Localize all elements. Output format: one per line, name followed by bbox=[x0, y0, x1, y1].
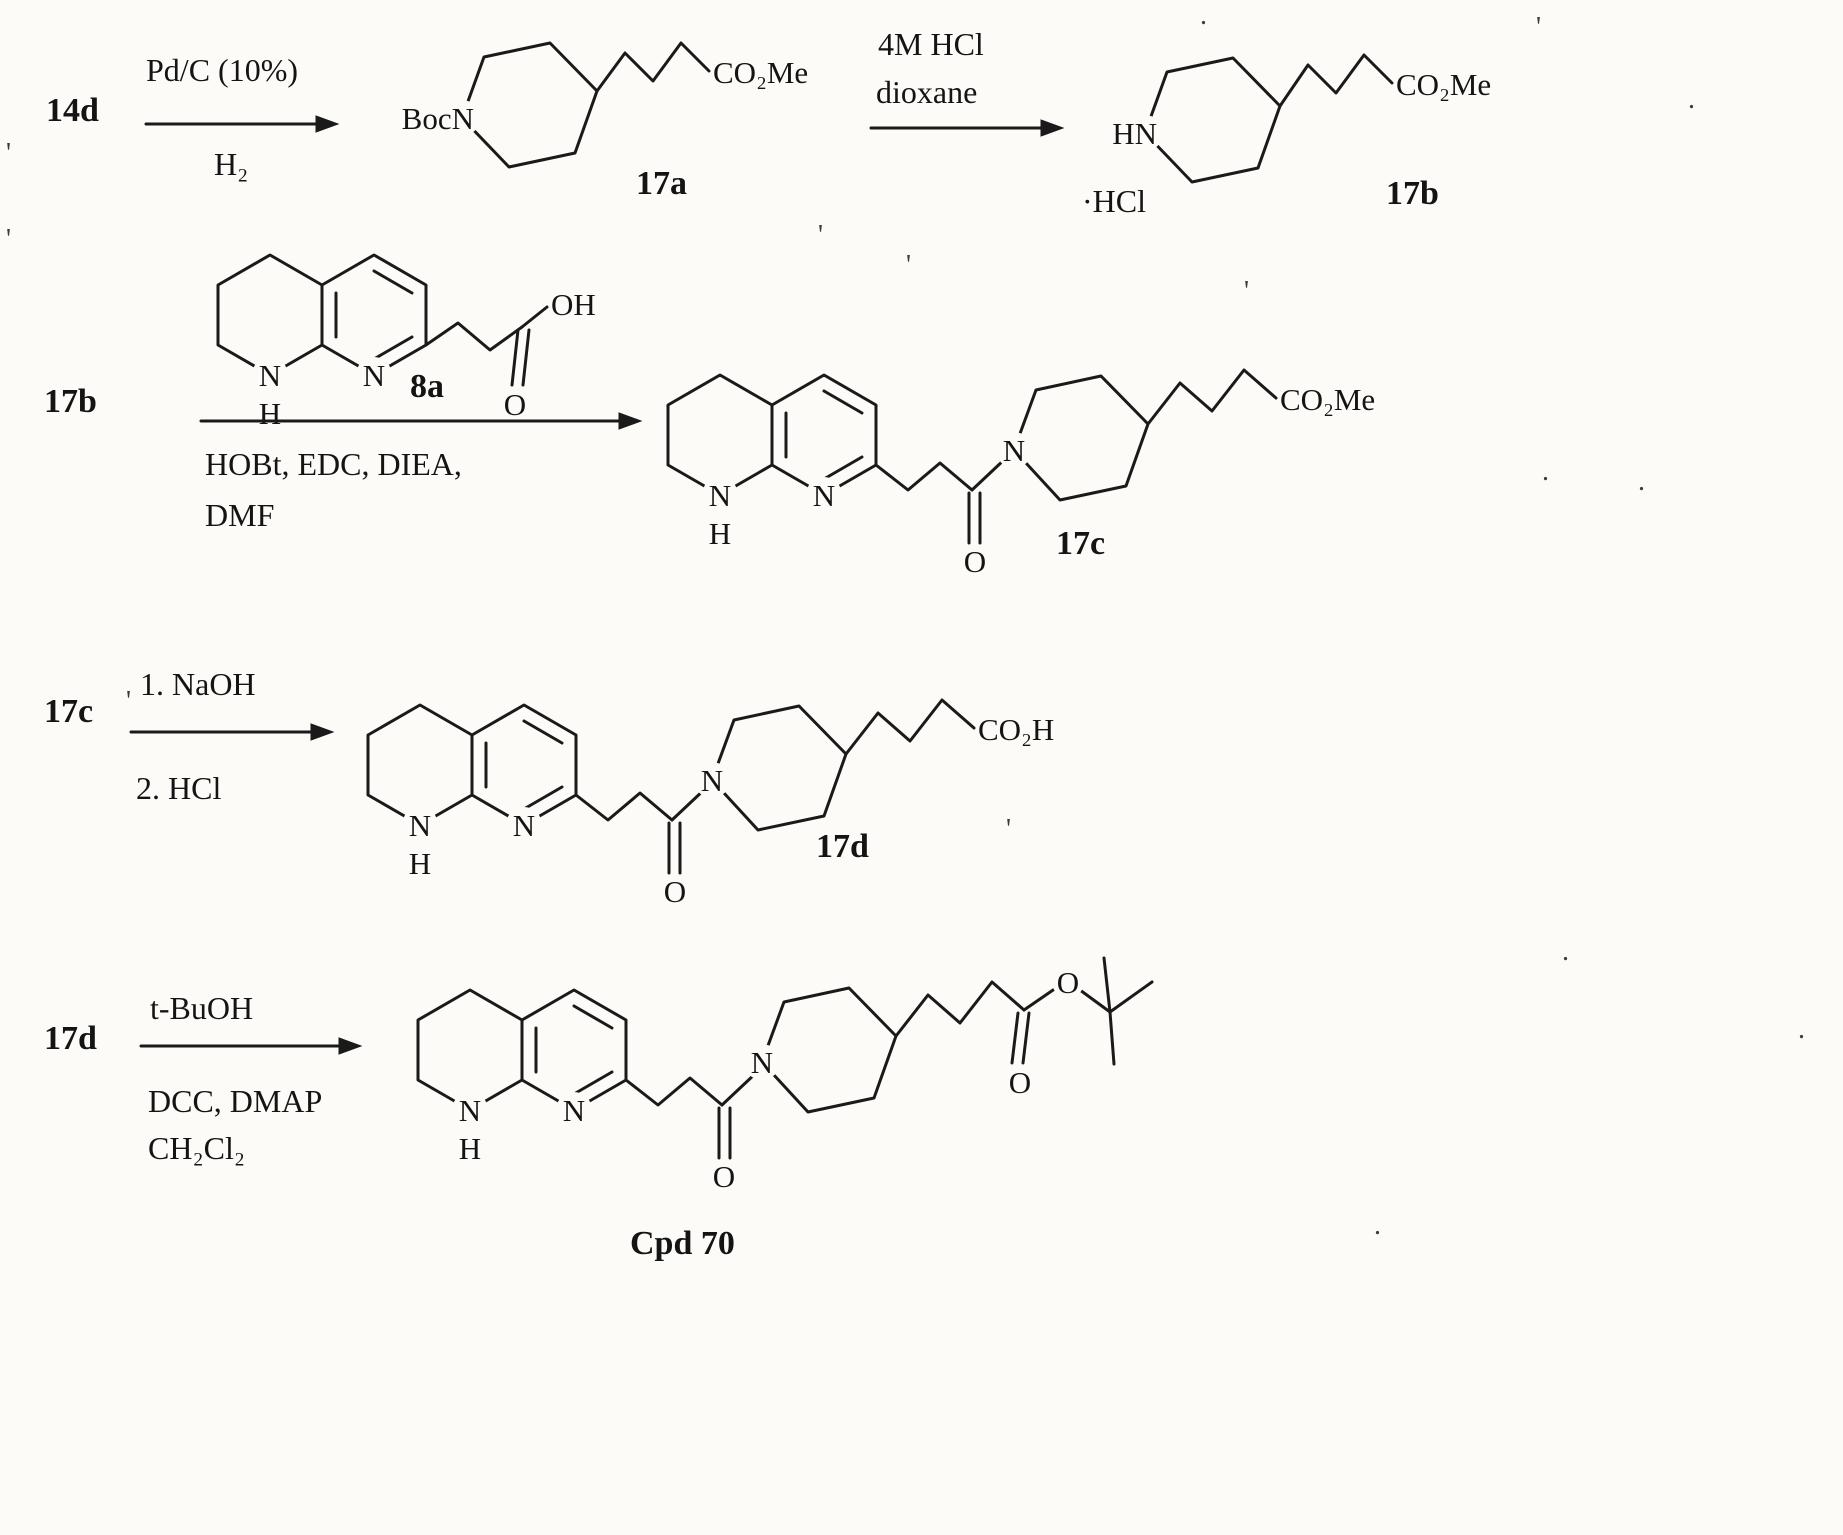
atom-mask bbox=[806, 477, 842, 513]
atom-label-hn: HN bbox=[1112, 116, 1157, 151]
salt-label-hcl: ·HCl bbox=[1082, 183, 1146, 219]
atom-label-h: H bbox=[709, 516, 731, 551]
scan-speck: ' bbox=[906, 250, 912, 281]
scan-speck: . bbox=[1688, 84, 1695, 115]
atom-mask bbox=[506, 807, 542, 843]
structure-17a: BocN CO₂Me bbox=[402, 41, 808, 169]
atom-label-co2me: CO₂Me bbox=[1280, 382, 1375, 417]
step5-condition-above: t-BuOH bbox=[150, 990, 254, 1026]
scan-speck: ' bbox=[126, 686, 132, 717]
scan-speck: . bbox=[1562, 936, 1569, 967]
reagent-label-8a: 8a bbox=[410, 368, 444, 405]
scan-speck: ' bbox=[1536, 12, 1542, 43]
scan-speck: . bbox=[1638, 466, 1645, 497]
atom-label-n: N bbox=[709, 478, 731, 513]
bonds-cpd-70 bbox=[416, 956, 1154, 1160]
atom-mask bbox=[744, 1044, 780, 1080]
scan-speck: . bbox=[1542, 456, 1549, 487]
step5-condition-below1: DCC, DMAP bbox=[148, 1083, 323, 1119]
product-label-17a: 17a bbox=[636, 165, 687, 202]
atom-label-co2h: CO₂H bbox=[978, 712, 1054, 747]
step3-condition-below1: HOBt, EDC, DIEA, bbox=[205, 446, 462, 482]
atom-label-o: O bbox=[964, 544, 986, 579]
atom-label-o: O bbox=[664, 874, 686, 909]
atom-label-n: N bbox=[513, 808, 535, 843]
bonds-17d bbox=[366, 698, 976, 875]
bonds-17b bbox=[1143, 53, 1394, 184]
atom-label-n: N bbox=[701, 763, 723, 798]
atom-label-o: O bbox=[713, 1159, 735, 1194]
atom-mask bbox=[702, 477, 738, 513]
reactant-label-17b: 17b bbox=[44, 383, 97, 420]
atom-mask bbox=[1052, 966, 1084, 998]
structure-17c: N H N O N CO₂Me bbox=[666, 368, 1375, 579]
bonds-8a bbox=[216, 253, 549, 387]
reactant-label-14d: 14d bbox=[46, 92, 99, 129]
atom-label-n: N bbox=[751, 1045, 773, 1080]
step3-condition-below2: DMF bbox=[205, 497, 275, 533]
atom-mask bbox=[402, 807, 438, 843]
reaction-arrow-1 bbox=[144, 115, 340, 133]
atom-mask bbox=[694, 762, 730, 798]
reaction-arrow-4 bbox=[129, 723, 335, 741]
atom-label-h: H bbox=[459, 1131, 481, 1166]
product-label-17d: 17d bbox=[816, 828, 869, 865]
atom-label-o: O bbox=[504, 387, 526, 422]
step2-condition-line1: 4M HCl bbox=[878, 26, 984, 62]
atom-label-n: N bbox=[409, 808, 431, 843]
atom-label-n: N bbox=[259, 358, 281, 393]
atom-mask bbox=[252, 357, 288, 393]
scan-speck: . bbox=[1374, 1210, 1381, 1241]
product-label-cpd-70: Cpd 70 bbox=[630, 1225, 735, 1262]
atom-mask bbox=[452, 1092, 488, 1128]
scan-speck: ' bbox=[6, 138, 12, 169]
atom-mask bbox=[444, 100, 480, 136]
atom-label-bocn: BocN bbox=[402, 101, 474, 136]
atom-label-n: N bbox=[363, 358, 385, 393]
bonds-17c bbox=[666, 368, 1278, 545]
step4-condition-below: 2. HCl bbox=[136, 770, 222, 806]
atom-label-h: H bbox=[409, 846, 431, 881]
atom-mask bbox=[996, 432, 1032, 468]
structure-cpd-70: N H N O N O O bbox=[416, 956, 1154, 1194]
scan-speck: . bbox=[1200, 0, 1207, 31]
scan-speck: ' bbox=[1006, 814, 1012, 845]
scan-speck: ' bbox=[6, 224, 12, 255]
atom-label-n: N bbox=[1003, 433, 1025, 468]
bonds-17a bbox=[460, 41, 711, 169]
atom-label-n: N bbox=[459, 1093, 481, 1128]
structure-17b: HN CO₂Me bbox=[1112, 53, 1491, 184]
step2-condition-line2: dioxane bbox=[876, 74, 978, 110]
scan-speck: . bbox=[1798, 1014, 1805, 1045]
scan-speck: ' bbox=[1244, 276, 1250, 307]
step1-condition-above: Pd/C (10%) bbox=[146, 52, 298, 88]
reaction-arrow-3 bbox=[199, 412, 643, 430]
atom-mask bbox=[556, 1092, 592, 1128]
reaction-arrow-2 bbox=[869, 119, 1065, 137]
reactant-label-17c: 17c bbox=[44, 693, 94, 730]
atom-label-o: O bbox=[1057, 965, 1079, 1000]
atom-label-co2me: CO₂Me bbox=[1396, 67, 1491, 102]
scan-speck: ' bbox=[818, 220, 824, 251]
step1-condition-below: H₂ bbox=[214, 146, 249, 182]
step4-condition-above: 1. NaOH bbox=[140, 666, 256, 702]
atom-mask bbox=[356, 357, 392, 393]
atom-label-o: O bbox=[1009, 1065, 1031, 1100]
product-label-17b: 17b bbox=[1386, 175, 1439, 212]
structure-17d: N H N O N CO₂H bbox=[366, 698, 1054, 909]
product-label-17c: 17c bbox=[1056, 525, 1106, 562]
reaction-arrow-5 bbox=[139, 1037, 363, 1055]
reactant-label-17d: 17d bbox=[44, 1020, 97, 1057]
atom-label-n: N bbox=[813, 478, 835, 513]
atom-label-n: N bbox=[563, 1093, 585, 1128]
atom-label-oh: OH bbox=[551, 287, 596, 322]
atom-mask bbox=[1127, 115, 1163, 151]
atom-label-co2me: CO₂Me bbox=[713, 55, 808, 90]
step5-condition-below2: CH₂Cl₂ bbox=[148, 1130, 245, 1166]
